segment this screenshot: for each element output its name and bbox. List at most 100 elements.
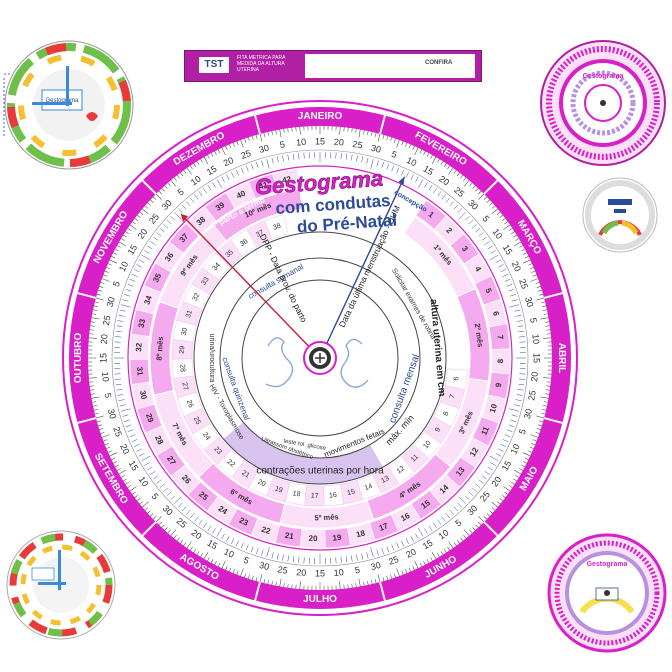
day-number: 5 xyxy=(517,428,528,436)
week-number: 3 xyxy=(460,244,470,253)
day-number: 15 xyxy=(421,538,435,552)
pregnant-figure-right-icon xyxy=(340,338,369,388)
day-number: 25 xyxy=(352,139,364,151)
uterine-height-value: 15 xyxy=(347,488,356,497)
week-number: 11 xyxy=(479,425,491,437)
week-number: 40 xyxy=(235,188,247,200)
thumbnail-top-left: Gestograma xyxy=(3,40,134,170)
day-number: 15 xyxy=(127,459,141,473)
uterine-height-value: 21 xyxy=(240,469,250,479)
day-number: 10 xyxy=(296,137,307,148)
day-number: 25 xyxy=(452,185,466,199)
day-number: 10 xyxy=(117,260,130,273)
thumb-top-left-title: Gestograma xyxy=(45,98,79,104)
uterine-height-value: 28 xyxy=(178,364,186,372)
uterine-height-value: 23 xyxy=(212,446,222,457)
day-number: 10 xyxy=(405,155,418,168)
week-number: 33 xyxy=(137,318,148,329)
dum-pointer[interactable] xyxy=(319,176,406,359)
thumb-top-right-title: Gestograma xyxy=(583,73,624,80)
tape-text: FITA MÉTRICA PARA MEDIDA DA ALTURA UTERI… xyxy=(237,55,286,73)
uterine-height-value: 17 xyxy=(311,493,319,500)
pregnancy-month-label: 8º mês xyxy=(155,336,165,361)
week-cell xyxy=(272,169,300,192)
week-number: 10 xyxy=(488,402,499,414)
day-number: 10 xyxy=(530,334,541,345)
day-number: 10 xyxy=(137,475,151,489)
week-number: 31 xyxy=(135,366,145,376)
day-number: 5 xyxy=(354,565,361,576)
uterine-height-value: 38 xyxy=(272,223,282,232)
day-number: 5 xyxy=(279,139,286,150)
week-number: 23 xyxy=(238,516,250,528)
uterine-height-value: 31 xyxy=(185,309,194,319)
thumbnail-top-right: Gestograma xyxy=(540,40,666,166)
tape-white-panel: CONFIRA xyxy=(305,54,475,78)
day-number: 10 xyxy=(189,174,203,188)
pregnant-figure-left-icon xyxy=(265,337,294,388)
contractions-band xyxy=(223,422,383,485)
month-label-7: JULHO xyxy=(303,594,337,605)
day-number: 20 xyxy=(510,260,523,273)
day-number: 20 xyxy=(296,567,307,578)
week-number: 34 xyxy=(142,294,154,306)
day-number: 15 xyxy=(315,568,325,578)
day-number: 15 xyxy=(315,136,325,146)
week-number: 41 xyxy=(258,180,270,192)
day-number: 25 xyxy=(175,516,189,530)
day-number: 30 xyxy=(161,503,175,517)
month-label-10: OUTUBRO xyxy=(73,333,84,384)
week-number: 20 xyxy=(308,534,318,543)
day-number: 25 xyxy=(277,564,289,576)
uterine-height-cell xyxy=(264,214,289,240)
day-number: 25 xyxy=(517,277,530,290)
uterine-height-value: 6 xyxy=(453,376,461,381)
thumb-bottom-right-title: Gestograma xyxy=(587,561,628,568)
day-number: 5 xyxy=(390,149,398,160)
uterine-height-value: 26 xyxy=(185,399,194,409)
week-number: 2 xyxy=(444,226,454,236)
uterine-height-value: 8 xyxy=(443,411,451,417)
day-number: 20 xyxy=(333,137,344,148)
day-number: 15 xyxy=(500,459,514,473)
day-number: 20 xyxy=(529,371,540,382)
tape-logo: TST xyxy=(199,57,229,73)
day-number: 5 xyxy=(103,392,114,399)
uterine-height-value: 37 xyxy=(255,229,265,239)
day-number: 5 xyxy=(176,187,186,198)
week-number: 18 xyxy=(355,528,366,539)
uterine-height-value: 32 xyxy=(192,292,202,302)
week-number: 7 xyxy=(495,334,505,340)
day-number: 20 xyxy=(404,547,417,560)
uterine-height-value: 9 xyxy=(434,427,442,434)
week-number: 32 xyxy=(134,342,144,352)
day-number: 5 xyxy=(150,491,161,501)
day-number: 25 xyxy=(478,489,492,503)
week-number: 6 xyxy=(491,310,501,317)
day-number: 25 xyxy=(239,148,252,161)
urine-note: urina/urocultura xyxy=(208,334,215,383)
day-number: 15 xyxy=(205,538,219,552)
uterine-height-value: 22 xyxy=(225,458,236,468)
day-number: 5 xyxy=(111,280,122,288)
day-number: 30 xyxy=(523,296,535,308)
day-number: 5 xyxy=(242,555,250,566)
pregnancy-month-cell xyxy=(212,188,303,242)
day-number: 30 xyxy=(465,503,479,517)
uterine-height-value: 35 xyxy=(224,249,235,259)
week-number: 5 xyxy=(483,287,493,295)
dpp-pointer[interactable] xyxy=(180,213,321,359)
day-number: 20 xyxy=(136,227,150,241)
measuring-tape-strip: TST FITA MÉTRICA PARA MEDIDA DA ALTURA U… xyxy=(184,50,482,82)
day-number: 25 xyxy=(147,212,161,226)
day-number: 15 xyxy=(532,353,542,363)
day-number: 20 xyxy=(99,334,110,345)
pregnancy-month-label: 5º mês xyxy=(314,512,338,522)
week-number: 29 xyxy=(144,412,156,424)
day-number: 30 xyxy=(370,560,382,572)
day-number: 5 xyxy=(453,518,463,529)
day-number: 10 xyxy=(100,371,111,382)
uterine-height-value: 24 xyxy=(201,431,211,441)
